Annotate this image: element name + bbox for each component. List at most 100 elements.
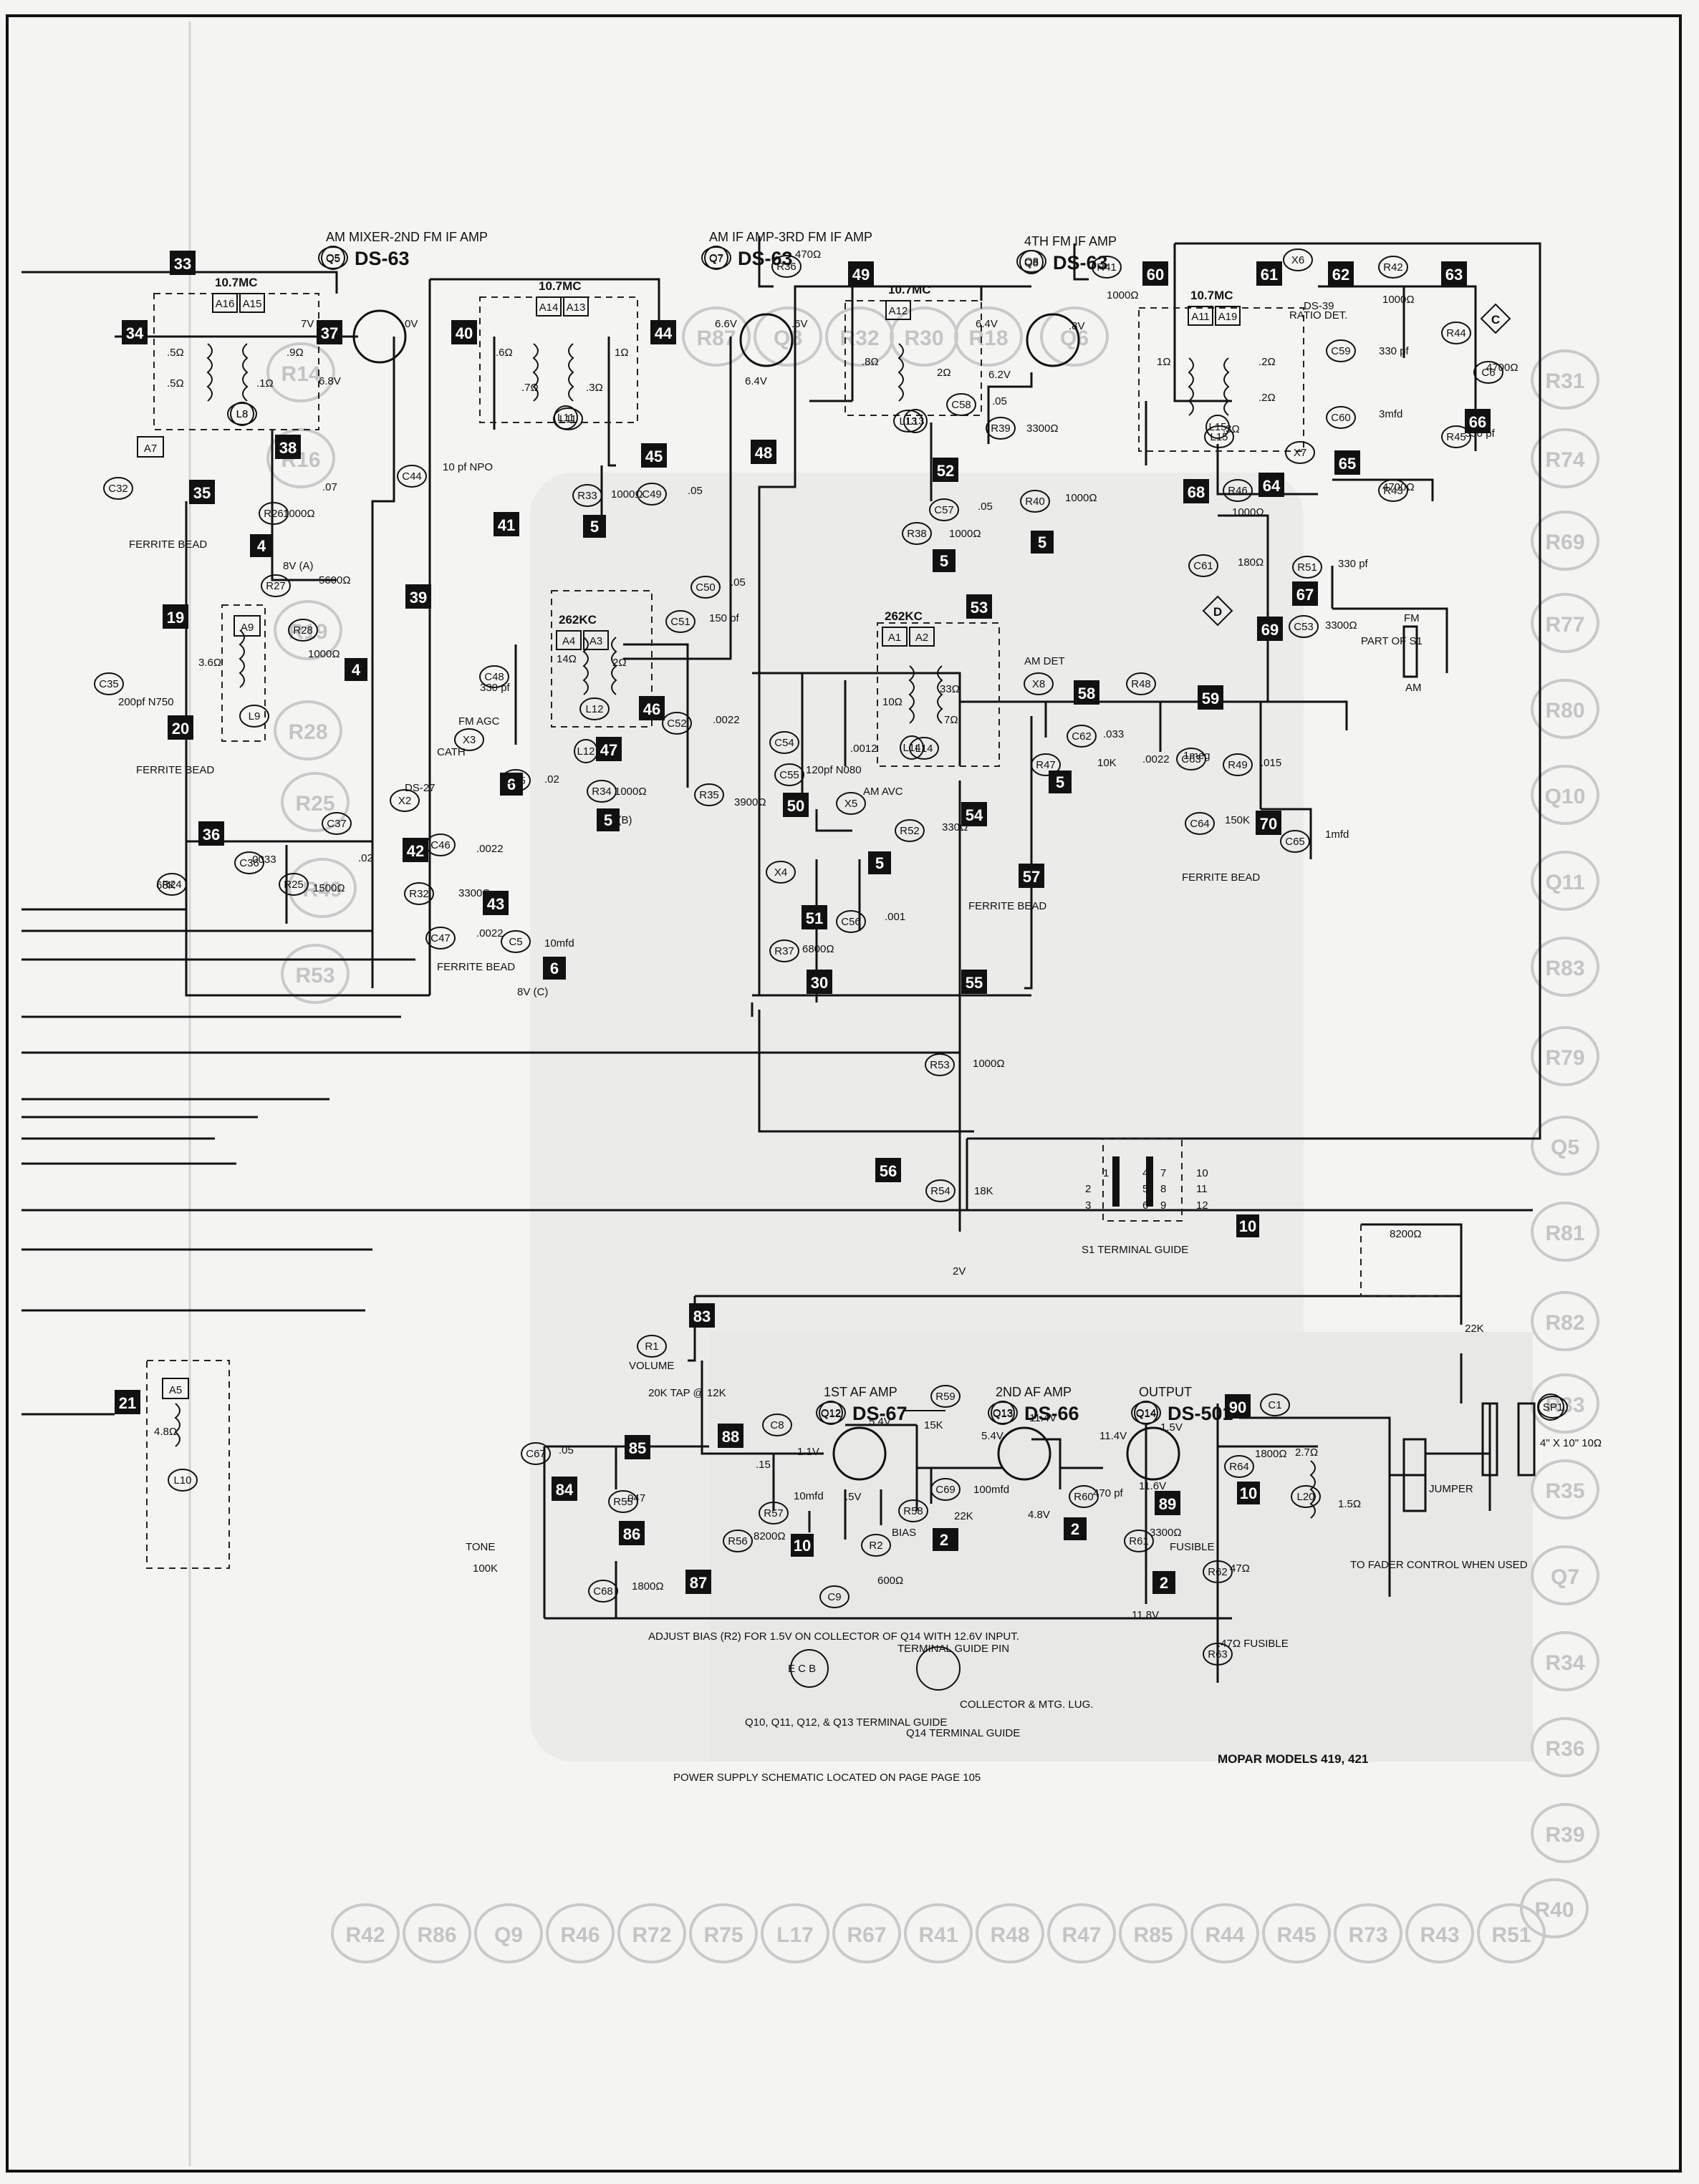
ref-label: C59: [1331, 345, 1351, 357]
winding-resistance: 2Ω: [937, 367, 951, 379]
note-v2: 2V: [953, 1265, 966, 1277]
node-box: [639, 696, 665, 720]
note-cath: CATH: [437, 746, 466, 758]
node-box: [650, 320, 676, 344]
winding-resistance: .2Ω: [1258, 392, 1276, 404]
ref-circle: [425, 927, 456, 950]
alignment-tag-label: A14: [539, 301, 559, 314]
coil-ref-circle: [1205, 415, 1230, 439]
ref-circle: [390, 789, 420, 812]
transistor-ref: Q14: [1136, 1408, 1156, 1420]
ghost-label: R39: [1545, 1823, 1584, 1847]
note-ds39: DS-39: [1304, 300, 1334, 312]
ref-label: R37: [774, 945, 794, 957]
node-number: 61: [1261, 266, 1278, 284]
ref-label: R40: [1025, 496, 1045, 508]
component-value: 3mfd: [1379, 408, 1402, 420]
ref-circle: [454, 728, 484, 751]
ref-circle: [1124, 1530, 1154, 1552]
voltage-reading: 6.6V: [715, 318, 737, 330]
ghost-label: R72: [632, 1923, 671, 1947]
ghost-circle: [274, 700, 342, 760]
ref-circle: [227, 402, 257, 425]
node-number: 89: [1159, 1495, 1176, 1513]
ref-label: R62: [1208, 1566, 1228, 1578]
ghost-label: R40: [1534, 1898, 1574, 1922]
coil-ref: L8: [236, 408, 249, 420]
alignment-tag-label: A2: [915, 632, 928, 644]
ref-label: R32: [409, 888, 429, 900]
component-value: .02: [358, 852, 373, 864]
ref-label: R43: [1383, 485, 1403, 497]
component-value: .05: [992, 395, 1007, 407]
node-box: [198, 821, 224, 846]
component-value: 8200Ω: [754, 1530, 786, 1542]
ghost-circle: [682, 306, 751, 367]
voltage-number: 5: [1038, 533, 1046, 551]
component-value: 10mfd: [544, 937, 574, 950]
ref-circle: [762, 1414, 792, 1436]
note-am-avc: AM AVC: [863, 786, 903, 798]
model-title: MOPAR MODELS 419, 421: [1218, 1752, 1368, 1766]
ghost-circle: [754, 306, 822, 367]
ref-circle: [1260, 1393, 1290, 1416]
ghost-circle: [1531, 1631, 1599, 1691]
ghost-label: Q9: [494, 1923, 523, 1947]
ghost-circle: [1531, 851, 1599, 911]
ref-circle: [1378, 479, 1408, 502]
node-number: 66: [1469, 413, 1486, 431]
voltage-box: [250, 534, 273, 557]
ref-label: C64: [1190, 818, 1210, 830]
ghost-circle: [1531, 1459, 1599, 1519]
component-value: 1000Ω: [615, 786, 647, 798]
winding-resistance: .1Ω: [256, 377, 274, 390]
ghost-circle: [1520, 1878, 1589, 1938]
voltage-number: 2: [940, 1531, 948, 1549]
ref-label: C49: [642, 488, 662, 501]
ref-circle: [425, 834, 456, 856]
ref-circle: [608, 1490, 638, 1513]
ref-circle: [893, 410, 923, 433]
voltage-reading: 6.4V: [745, 375, 767, 387]
ref-circle: [1067, 725, 1097, 748]
ref-circle: [1289, 615, 1319, 638]
ref-label: Q14: [1136, 1407, 1156, 1419]
component-value: 1500Ω: [313, 882, 345, 894]
node-box: [1198, 685, 1223, 710]
ghost-label: R77: [1545, 613, 1584, 637]
node-box: [1258, 473, 1284, 497]
node-box: [552, 1477, 577, 1501]
node-number: 33: [174, 255, 191, 273]
power-supply-note: POWER SUPPLY SCHEMATIC LOCATED ON PAGE P…: [673, 1772, 981, 1784]
ghost-circle: [281, 772, 350, 832]
component-value: .47Ω FUSIBLE: [1218, 1638, 1289, 1650]
ref-label: R42: [1383, 261, 1403, 274]
component-value: .015: [1261, 757, 1281, 769]
note-tone: TONE: [466, 1541, 495, 1553]
alignment-tag: [1188, 306, 1213, 326]
s1-terminal-number: 7: [1160, 1167, 1166, 1179]
node-number: 83: [693, 1308, 711, 1325]
voltage-box: [868, 851, 891, 874]
ref-label: L20: [1296, 1491, 1314, 1503]
component-value: 47Ω: [1230, 1562, 1250, 1575]
ghost-circle: [1047, 1903, 1116, 1963]
voltage-box: [1237, 1482, 1260, 1504]
note-bias: BIAS: [892, 1527, 916, 1539]
ghost-label: R49: [302, 878, 342, 902]
ref-circle: [694, 783, 724, 806]
ref-circle: [946, 393, 976, 416]
ref-circle: [1031, 753, 1061, 776]
node-number: 58: [1078, 685, 1095, 702]
ghost-label: R18: [968, 327, 1008, 350]
component-value: .05: [559, 1444, 574, 1456]
node-box: [494, 512, 519, 536]
ref-label: R56: [728, 1535, 748, 1547]
winding-resistance: .5Ω: [167, 347, 184, 359]
ghost-label: R41: [918, 1923, 958, 1947]
s1-terminal-number: 6: [1142, 1199, 1148, 1212]
ref-label: C51: [670, 616, 690, 628]
voltage-number: 10: [1240, 1484, 1257, 1502]
winding-resistance: .3Ω: [586, 382, 603, 394]
